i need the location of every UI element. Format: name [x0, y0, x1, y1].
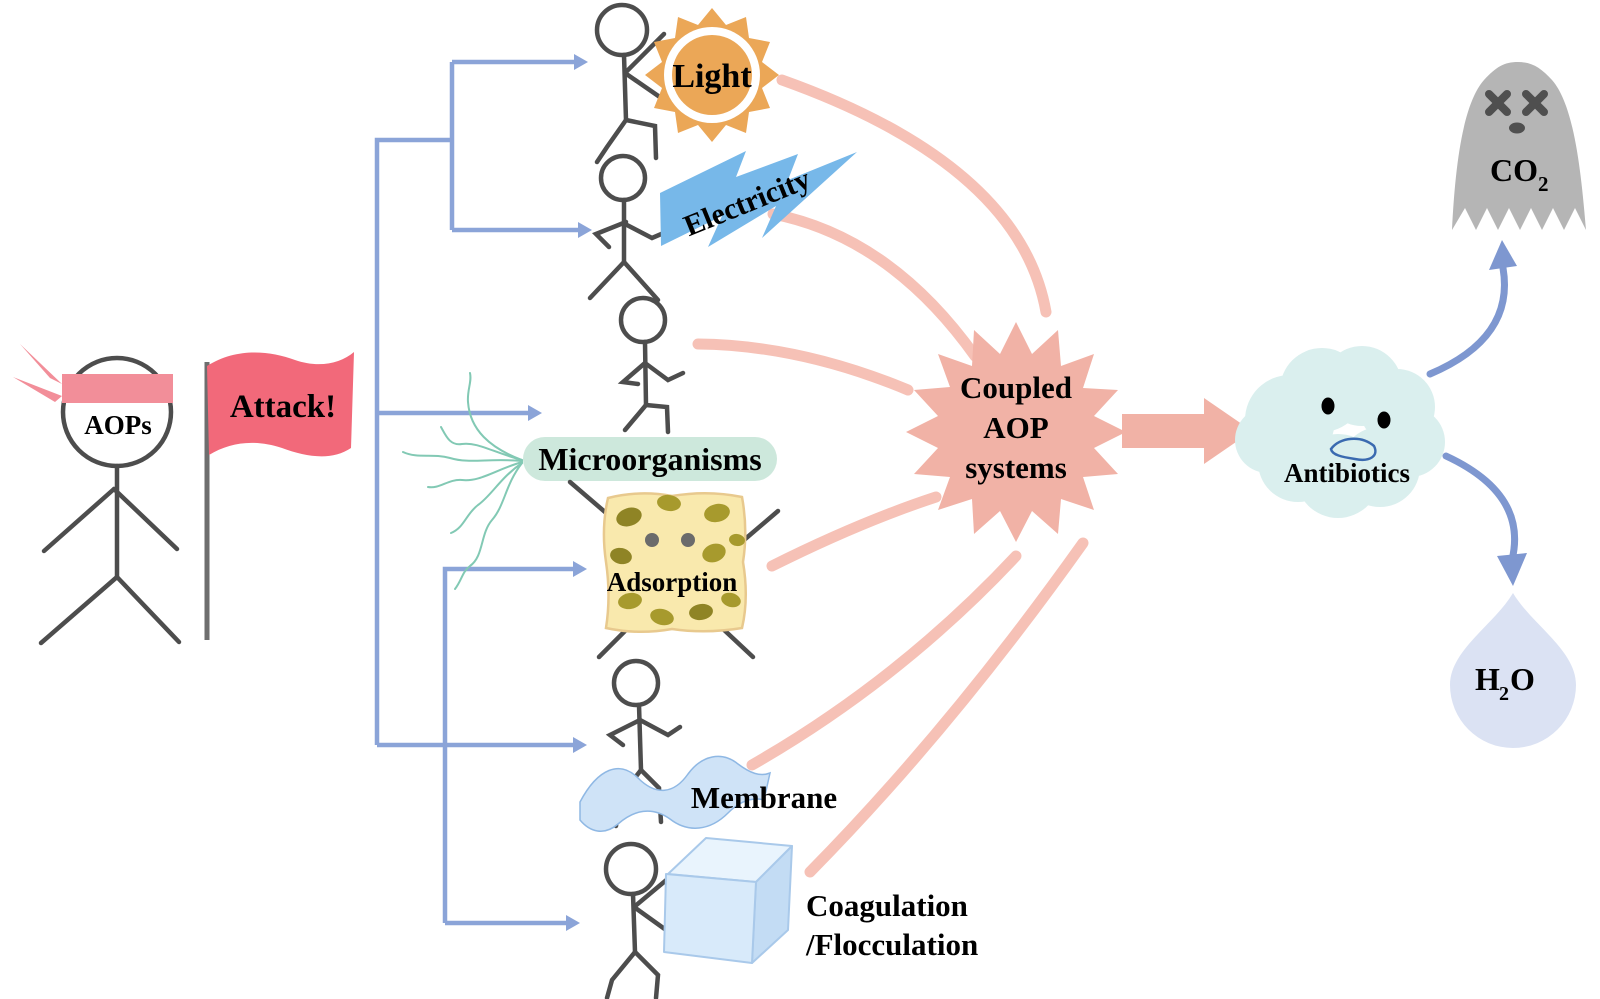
arrow-to-co2	[1426, 264, 1508, 378]
microorganisms-pill	[523, 437, 777, 481]
h2o-drop-icon	[1450, 593, 1576, 748]
attack-flag-icon	[207, 352, 354, 457]
membrane-sheet-icon	[579, 755, 772, 832]
sponge-limbs	[567, 479, 781, 660]
eye-icon	[1377, 411, 1391, 429]
curve-light	[776, 74, 1052, 318]
arrow-to-h2o	[1442, 452, 1519, 564]
arrowhead-icon	[578, 222, 592, 238]
frown-icon	[1329, 437, 1377, 461]
microorganism-tendrils-icon	[402, 372, 523, 590]
headband-tail-icon	[13, 377, 62, 402]
connector-lower-bracket	[442, 566, 574, 923]
antibiotics-face	[1321, 397, 1391, 461]
connector-trunk	[374, 137, 452, 745]
coagulation-label-line2: /Flocculation	[805, 927, 978, 962]
sponge-pores	[610, 494, 745, 626]
coagulation-label-line1: Coagulation	[806, 888, 968, 923]
hub-label-line2: AOP	[983, 410, 1049, 445]
co2-ghost-icon	[1452, 62, 1586, 230]
curve-electricity	[767, 208, 981, 362]
coagulation-cube-icon	[663, 837, 793, 964]
microorganisms-label: Microorganisms	[538, 441, 761, 477]
result-arrows	[1426, 240, 1527, 586]
h2o-label-o: O	[1510, 661, 1535, 697]
electricity-bolt-icon	[660, 151, 857, 247]
hub-output-arrow	[1122, 398, 1252, 464]
antibiotics-cloud-icon	[1235, 346, 1445, 518]
co2-label-sub: 2	[1538, 172, 1549, 196]
hub-input-curves	[692, 74, 1089, 878]
ghost-mouth-icon	[1509, 122, 1525, 134]
ghost-x-eyes	[1485, 90, 1548, 116]
membrane-label: Membrane	[691, 780, 837, 815]
attack-flag-label: Attack!	[230, 389, 336, 425]
hub-label-line3: systems	[965, 450, 1067, 485]
connector-skeleton	[374, 54, 592, 931]
runner-microorganisms	[617, 295, 686, 435]
headband-icon	[62, 374, 173, 403]
arrowhead-icon	[1489, 240, 1517, 270]
eye-icon	[1321, 397, 1335, 415]
arrowhead-icon	[574, 54, 588, 70]
attacker-head-label: AOPs	[84, 410, 152, 440]
h2o-label-sub: 2	[1499, 683, 1509, 705]
curve-adsorption	[766, 491, 942, 572]
attacker-body	[38, 463, 182, 646]
adsorption-label: Adsorption	[607, 567, 738, 597]
light-sun-icon	[645, 8, 779, 142]
curve-membrane	[746, 550, 1022, 771]
hub-starburst-icon	[906, 322, 1126, 542]
arrowhead-icon	[1497, 553, 1527, 586]
curve-coagulation	[804, 537, 1089, 878]
hub-label-line1: Coupled	[960, 370, 1072, 405]
headband-tail-icon	[20, 344, 62, 384]
co2-label-main: CO	[1490, 152, 1538, 188]
adsorption-sponge-icon	[602, 491, 748, 634]
curve-microorganisms	[692, 338, 914, 396]
arrowhead-icon	[573, 737, 587, 753]
aops-attacker-figure: AOPs Attack!	[13, 344, 354, 646]
runner-electricity	[587, 153, 676, 303]
runner-light	[594, 2, 670, 165]
arrowhead-icon	[566, 915, 580, 931]
runner-membrane	[605, 658, 683, 829]
light-label: Light	[672, 58, 752, 95]
arrowhead-icon	[528, 405, 542, 421]
antibiotics-label: Antibiotics	[1284, 458, 1410, 488]
arrowhead-icon	[573, 561, 587, 577]
h2o-label-h: H	[1475, 661, 1500, 697]
